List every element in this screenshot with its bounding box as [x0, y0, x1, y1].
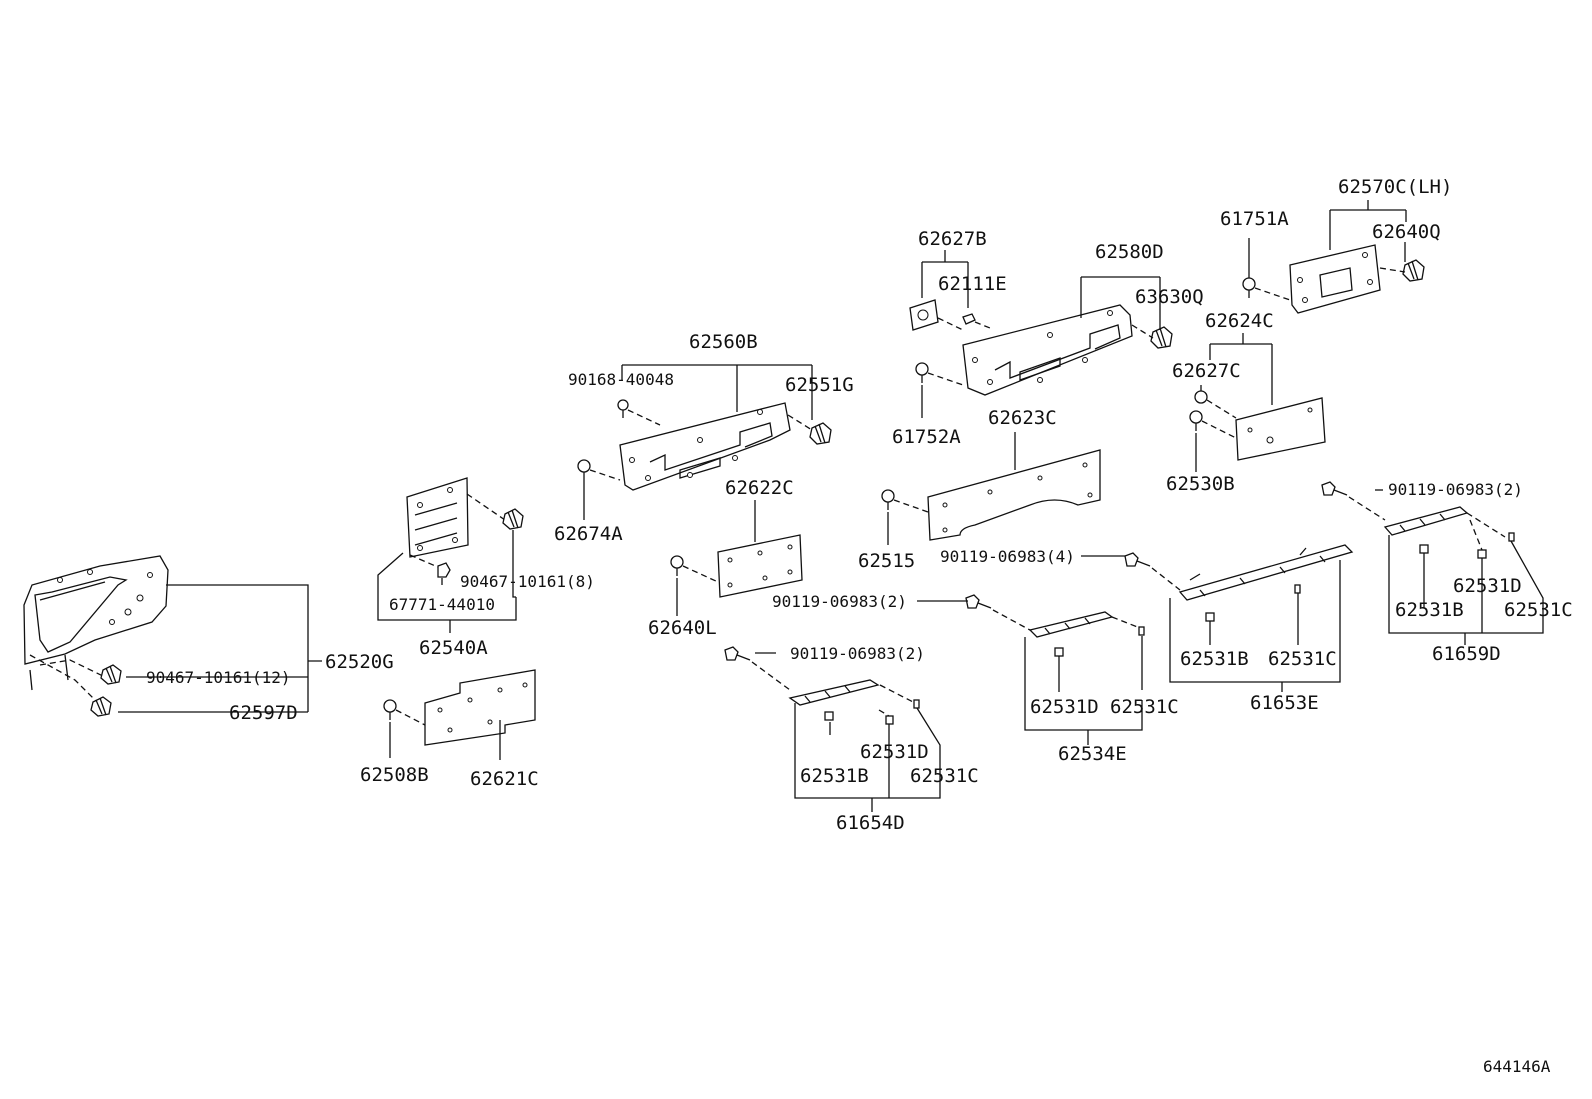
- part-62623C-panel: [927, 449, 1101, 541]
- label-62551G: 62551G: [785, 374, 854, 396]
- label-62674A: 62674A: [554, 523, 623, 545]
- clip-62531D-a: [885, 715, 894, 725]
- clip-61752A: [915, 362, 929, 383]
- label-61752A: 61752A: [892, 426, 961, 448]
- label-62531B-c: 62531B: [1180, 648, 1249, 670]
- label-90168-40048: 90168-40048: [568, 370, 674, 389]
- label-61659D: 61659D: [1432, 643, 1501, 665]
- part-62560B-panel: [619, 402, 791, 491]
- clip-62551G: [809, 422, 832, 445]
- label-62531C-c: 62531C: [1268, 648, 1337, 670]
- label-63630Q: 63630Q: [1135, 286, 1204, 308]
- clip-62674A: [577, 459, 591, 480]
- clip-62531D-d: [1477, 549, 1487, 559]
- part-62520G-trim-panel: [23, 555, 169, 691]
- clip-62530B: [1189, 410, 1203, 431]
- part-62570C-panel: [1289, 244, 1381, 314]
- clip-61751A: [1242, 277, 1256, 298]
- label-62621C: 62621C: [470, 768, 539, 790]
- clip-90168-40048: [617, 399, 629, 418]
- label-62627C: 62627C: [1172, 360, 1241, 382]
- label-90119-06983-2-b: 90119-06983(2): [772, 592, 907, 611]
- label-62515: 62515: [858, 550, 915, 572]
- label-62531C-a: 62531C: [910, 765, 979, 787]
- label-61751A: 61751A: [1220, 208, 1289, 230]
- label-61653E: 61653E: [1250, 692, 1319, 714]
- label-62531C-d: 62531C: [1504, 599, 1573, 621]
- part-62621C-plate: [424, 669, 536, 746]
- label-62640Q: 62640Q: [1372, 221, 1441, 243]
- clip-62111E: [962, 313, 976, 325]
- clip-90467-10161-8: [502, 508, 524, 530]
- part-62622C-plate: [717, 534, 803, 598]
- clip-62531C-d: [1508, 532, 1515, 542]
- label-62531B-d: 62531B: [1395, 599, 1464, 621]
- bolt-90119-06983-a: [724, 646, 751, 661]
- label-90467-10161-8: 90467-10161(8): [460, 572, 595, 591]
- label-62111E: 62111E: [938, 273, 1007, 295]
- label-90467-10161-12: 90467-10161(12): [146, 668, 291, 687]
- part-62627B-bracket: [909, 299, 939, 331]
- label-62534E: 62534E: [1058, 743, 1127, 765]
- part-62624C-plate: [1235, 397, 1326, 461]
- diagram-reference-code: 644146A: [1483, 1057, 1551, 1076]
- clip-63630Q: [1150, 326, 1173, 349]
- label-62508B: 62508B: [360, 764, 429, 786]
- label-62597D: 62597D: [229, 702, 298, 724]
- clip-62515: [881, 489, 895, 510]
- label-90119-06983-2-c: 90119-06983(2): [1388, 480, 1523, 499]
- label-90119-06983-4: 90119-06983(4): [940, 547, 1075, 566]
- clip-62531B-c: [1205, 612, 1215, 622]
- part-62540A-bracket: [406, 477, 469, 558]
- clip-62627C: [1194, 390, 1208, 404]
- clip-62531B-a: [824, 711, 834, 721]
- label-62540A: 62540A: [419, 637, 488, 659]
- label-62531C-b: 62531C: [1110, 696, 1179, 718]
- clip-62640L: [670, 555, 684, 576]
- part-62580D-panel: [962, 304, 1133, 396]
- bolt-90119-06983-b: [965, 594, 992, 609]
- label-62530B: 62530B: [1166, 473, 1235, 495]
- label-62580D: 62580D: [1095, 241, 1164, 263]
- clip-62640Q: [1402, 259, 1425, 282]
- label-62640L: 62640L: [648, 617, 717, 639]
- label-61654D: 61654D: [836, 812, 905, 834]
- label-62520G: 62520G: [325, 651, 394, 673]
- part-61654D-strip: [788, 679, 880, 706]
- label-62622C: 62622C: [725, 477, 794, 499]
- label-90119-06983-2-a: 90119-06983(2): [790, 644, 925, 663]
- label-62531D-d: 62531D: [1453, 575, 1522, 597]
- label-62560B: 62560B: [689, 331, 758, 353]
- bolt-90119-06983-d: [1321, 481, 1348, 496]
- clip-62531C-c: [1294, 584, 1301, 594]
- label-67771-44010: 67771-44010: [389, 595, 495, 614]
- part-61659D-strip: [1383, 506, 1469, 536]
- bolt-90119-06983-c: [1124, 552, 1151, 567]
- part-61653E-strip: [1178, 544, 1354, 601]
- label-62623C: 62623C: [988, 407, 1057, 429]
- label-62624C: 62624C: [1205, 310, 1274, 332]
- nut-67771-44010: [437, 562, 451, 578]
- clip-62597D: [90, 696, 112, 717]
- clip-90467-10161-left: [100, 664, 122, 685]
- part-62534E-strip: [1028, 611, 1114, 638]
- clip-62531B-d: [1419, 544, 1429, 554]
- label-62570C-LH: 62570C(LH): [1338, 176, 1452, 198]
- clip-62531C-a: [913, 699, 920, 709]
- label-62531D-b: 62531D: [1030, 696, 1099, 718]
- clip-62531C-b: [1138, 626, 1145, 636]
- clip-62508B: [383, 699, 397, 720]
- label-62531B-a: 62531B: [800, 765, 869, 787]
- clip-62531D-b: [1054, 647, 1064, 657]
- label-62531D-a: 62531D: [860, 741, 929, 763]
- label-62627B: 62627B: [918, 228, 987, 250]
